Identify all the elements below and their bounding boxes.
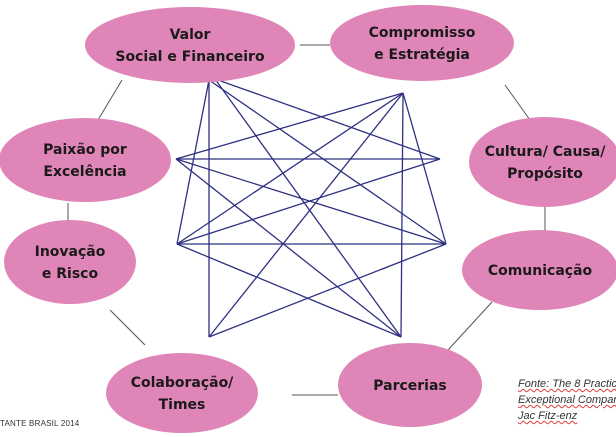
node-ellipse [4,220,136,304]
node-label: Cultura/ Causa/ [485,144,607,160]
network-line [208,243,447,338]
node-label: Times [159,397,206,413]
node-parcerias: Parcerias [338,343,482,427]
node-label: Comunicação [488,263,593,279]
source-line: Exceptional Companies [518,394,616,406]
node-ellipse [330,5,514,81]
network-line [208,79,447,245]
network-line [176,92,404,245]
node-ellipse [338,343,482,427]
network-line [208,92,404,338]
node-ellipse [469,117,616,207]
node-label: Valor [170,27,211,43]
node-label: Propósito [507,166,583,182]
node-label: Social e Financeiro [115,49,265,65]
source-citation: Fonte: The 8 Practices of Exceptional Co… [518,376,616,424]
node-ellipse [462,230,616,310]
node-label: Excelência [43,164,126,180]
network-line [176,243,402,338]
network-line [214,78,441,160]
node-label: Inovação [35,244,106,260]
node-label: e Risco [42,266,99,282]
node-label: Paixão por [43,142,127,158]
connector-line [109,309,146,346]
connector-line [97,79,123,121]
connector-line [447,301,493,351]
network-line [402,92,447,245]
network-line [214,78,402,338]
node-label: Compromisso [369,25,476,41]
node-label: Colaboração/ [131,375,234,391]
network-line [175,92,404,160]
node-comunicacao: Comunicação [462,230,616,310]
node-colaboracao: Colaboração/Times [106,353,258,433]
network-line [175,158,447,245]
node-label: e Estratégia [374,47,470,63]
network-line [175,158,402,338]
node-cultura: Cultura/ Causa/Propósito [469,117,616,207]
node-compromisso: Compromisso e Estratégia [330,5,514,81]
footer-text: TANTE BRASIL 2014 [0,419,80,428]
network-line [176,79,210,245]
connector-line [504,84,531,121]
node-ellipse [0,118,171,202]
node-ellipse [85,7,295,83]
source-line: Jac Fitz-enz [518,410,578,422]
node-inovacao: Inovação e Risco [4,220,136,304]
source-line: Fonte: The 8 Practices of [518,378,616,390]
node-ellipse [106,353,258,433]
node-label: Parcerias [373,378,447,394]
network-line [400,92,404,338]
network-line [176,158,441,245]
